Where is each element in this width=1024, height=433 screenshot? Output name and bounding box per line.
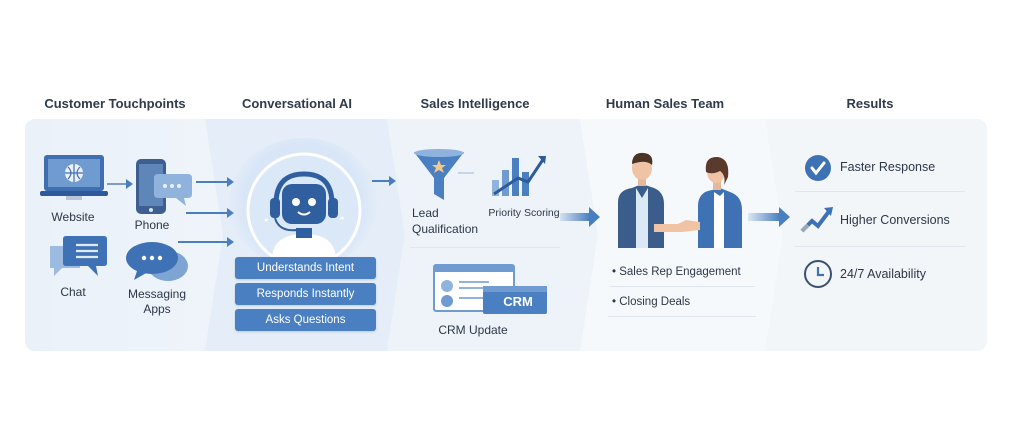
checkmark-circle-icon (805, 155, 831, 181)
messaging-apps-icon (126, 242, 188, 281)
connector-line (107, 179, 133, 189)
arrow-ai-to-intelligence (372, 176, 396, 186)
human-item-closing-deals: • Closing Deals (612, 296, 691, 308)
human-divider-2 (608, 316, 756, 317)
result-24-7-availability: 24/7 Availability (840, 267, 926, 281)
crm-badge: CRM (503, 294, 533, 309)
result-faster-response: Faster Response (840, 160, 936, 174)
crm-update-label: CRM Update (438, 323, 508, 337)
lead-qualification-label: Lead Qualification (412, 206, 479, 236)
column-title-sales-intelligence: Sales Intelligence (420, 96, 530, 111)
arrow-phone-to-ai (196, 177, 234, 187)
arrow-phone2-to-ai (186, 208, 234, 218)
touchpoint-phone-label: Phone (134, 218, 170, 232)
laptop-globe-icon (40, 155, 108, 200)
column-title-human-sales-team: Human Sales Team (605, 96, 725, 111)
touchpoint-website-label: Website (51, 210, 95, 224)
touchpoint-messaging-label: Messaging Apps (127, 287, 187, 316)
priority-scoring-label: Priority Scoring (488, 207, 560, 219)
crm-window-icon (433, 264, 547, 314)
arrow-intelligence-to-human (560, 207, 600, 227)
touchpoint-chat-label: Chat (60, 285, 86, 299)
human-divider-1 (610, 286, 755, 287)
phone-chat-icon (136, 159, 192, 214)
bullet-text: Sales Rep Engagement (619, 266, 741, 278)
clock-icon (804, 260, 832, 288)
priority-scoring-chart-icon (492, 156, 546, 196)
intelligence-divider (410, 247, 560, 248)
column-title-conversational-ai: Conversational AI (241, 96, 353, 111)
arrow-human-to-results (748, 207, 790, 227)
connector-dash (458, 172, 474, 174)
handshake-people-icon (618, 152, 742, 248)
ai-capability-responds-instantly: Responds Instantly (235, 283, 376, 305)
column-title-results: Results (846, 96, 894, 111)
results-divider-1 (795, 191, 965, 192)
funnel-star-icon (414, 149, 464, 200)
ai-capability-understands-intent: Understands Intent (235, 257, 376, 279)
column-title-touchpoints: Customer Touchpoints (44, 96, 186, 111)
results-divider-2 (795, 246, 965, 247)
ai-capability-asks-questions: Asks Questions (235, 309, 376, 331)
human-item-sales-rep-engagement: • Sales Rep Engagement (612, 266, 741, 278)
chat-bubbles-icon (50, 236, 107, 276)
arrow-messaging-to-ai (178, 237, 234, 247)
chatbot-headset-icon (246, 152, 362, 260)
result-higher-conversions: Higher Conversions (840, 213, 950, 227)
bullet-text: Closing Deals (619, 296, 691, 308)
trend-up-arrow-icon (800, 207, 833, 233)
